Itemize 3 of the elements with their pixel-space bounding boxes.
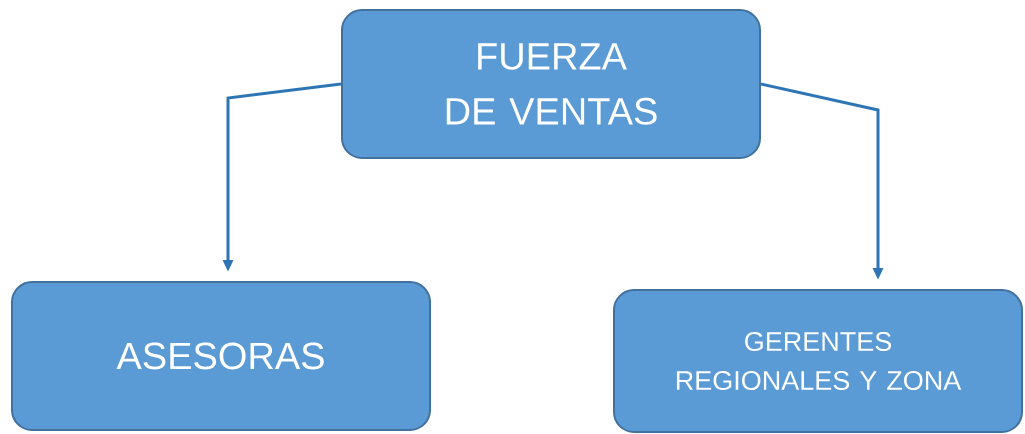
process-box: ASESORAS <box>11 281 431 431</box>
process-box: GERENTES REGIONALES Y ZONA <box>613 289 1023 433</box>
process-box: FUERZA DE VENTAS <box>341 9 761 159</box>
